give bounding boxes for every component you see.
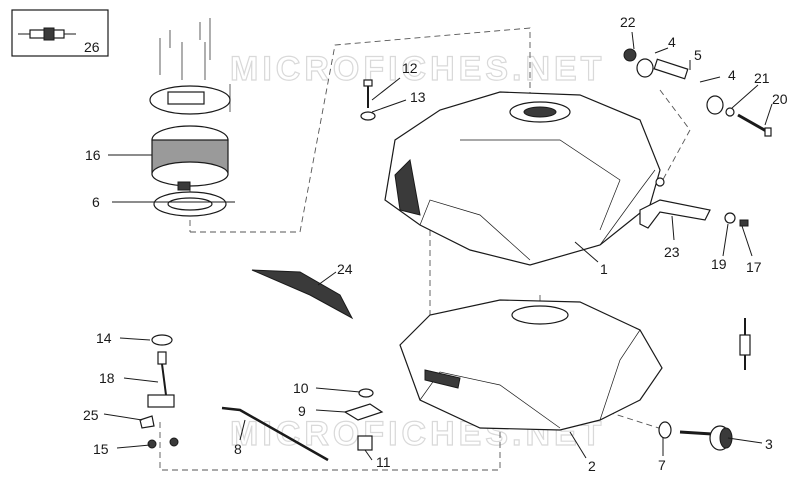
part-5-spacer [653,58,689,80]
part-11-rubber-mount [357,435,373,451]
callout-19: 19 [711,256,727,272]
callout-18: 18 [99,370,115,386]
leader-lines [103,31,773,461]
callout-11: 11 [376,454,391,470]
part-9-plate [343,403,384,421]
callout-15: 15 [93,441,109,457]
part-22-nut [623,48,637,62]
part-18-fuel-level-sender [147,351,175,408]
callout-13: 13 [410,89,426,105]
part-4-bushing-top [636,58,654,78]
callout-9: 9 [298,403,306,419]
part-13-grommet [360,111,376,121]
callouts: 1 2 3 4 4 5 6 7 8 9 10 11 12 13 14 15 16… [83,14,788,474]
part-17-screw [739,219,749,227]
callout-12: 12 [402,60,418,76]
callout-3: 3 [765,436,773,452]
callout-4-top: 4 [668,34,676,50]
callout-24: 24 [337,261,353,277]
part-26-quick-connector [11,9,109,57]
callout-8: 8 [234,441,242,457]
part-23-bracket [639,199,711,229]
callout-25: 25 [83,407,99,423]
callout-22: 22 [620,14,636,30]
callout-2: 2 [588,458,596,474]
part-2-lower-fuel-tank [399,299,663,431]
callout-16: 16 [85,147,101,163]
part-1-upper-fuel-tank [384,91,665,266]
callout-10: 10 [293,380,309,396]
callout-5: 5 [694,47,702,63]
part-25-clip [139,415,155,429]
hose-connector-right [739,318,751,370]
callout-21: 21 [754,70,770,86]
part-20-bolt [737,113,772,137]
part-6-gasket [153,191,227,217]
callout-26: 26 [84,39,100,55]
part-4-bushing-right [706,95,724,115]
callout-6: 6 [92,194,100,210]
callout-4-right: 4 [728,67,736,83]
part-3-fuel-cap [679,425,733,451]
callout-20: 20 [772,91,788,107]
part-8-rod [221,406,329,462]
watermark-top: MICROFICHES.NET [230,50,605,88]
part-14-o-ring [151,334,173,346]
callout-17: 17 [746,259,762,275]
callout-7: 7 [658,457,666,473]
callout-1: 1 [600,261,608,277]
part-7-hose-clamp [658,421,672,439]
part-12-screw [363,79,373,108]
part-21-washer [725,107,735,117]
callout-23: 23 [664,244,680,260]
callout-14: 14 [96,330,112,346]
part-10-washer [358,388,374,398]
part-16-fuel-pump [149,18,231,191]
part-19-washer [724,212,736,224]
part-15-nut [147,437,179,449]
part-24-trim-strip [251,269,354,320]
